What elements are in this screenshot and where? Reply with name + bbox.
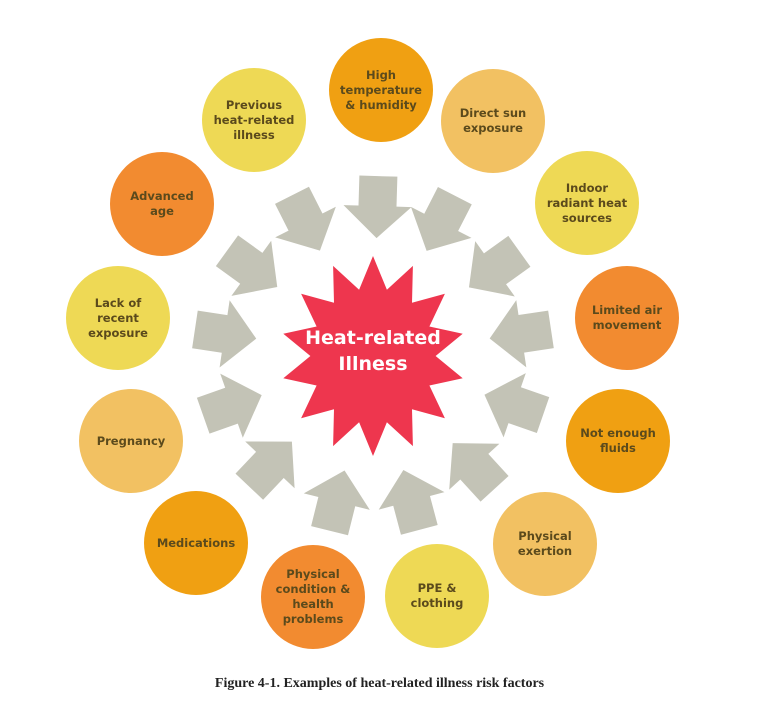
risk-factor-label: Direct sun exposure bbox=[459, 106, 527, 135]
risk-factor-label: PPE & clothing bbox=[410, 581, 464, 610]
risk-factor-circle: Not enough fluids bbox=[566, 389, 670, 493]
arrow-icon bbox=[449, 443, 509, 502]
arrow-icon bbox=[484, 373, 550, 438]
risk-factor-label: Not enough fluids bbox=[580, 426, 656, 455]
risk-factor-label: Physical condition & health problems bbox=[275, 567, 351, 626]
center-label: Heat-related Illness bbox=[283, 325, 463, 377]
center-star bbox=[283, 256, 463, 456]
arrow-icon bbox=[468, 235, 531, 297]
risk-factor-label: High temperature & humidity bbox=[340, 67, 422, 112]
risk-factor-label: Advanced age bbox=[130, 189, 194, 218]
arrow-icon bbox=[378, 469, 445, 535]
risk-factor-label: Limited air movement bbox=[591, 303, 663, 332]
risk-factor-circle: Physical exertion bbox=[493, 492, 597, 596]
risk-factor-circle: Advanced age bbox=[110, 152, 214, 256]
center-label-line1: Heat-related bbox=[305, 327, 441, 349]
risk-factor-label: Physical exertion bbox=[517, 529, 573, 558]
risk-factor-label: Pregnancy bbox=[96, 433, 166, 448]
figure-caption: Figure 4-1. Examples of heat-related ill… bbox=[214, 676, 545, 691]
arrow-icon bbox=[489, 300, 554, 368]
risk-factor-circle: Medications bbox=[144, 491, 248, 595]
risk-factor-circle: High temperature & humidity bbox=[329, 38, 433, 142]
risk-factor-label: Medications bbox=[156, 535, 236, 550]
risk-factor-circle: Physical condition & health problems bbox=[261, 545, 365, 649]
arrow-icon bbox=[192, 300, 257, 368]
risk-factor-circle: Limited air movement bbox=[575, 266, 679, 370]
risk-factor-label: Indoor radiant heat sources bbox=[546, 180, 628, 225]
risk-factor-circle: Direct sun exposure bbox=[441, 69, 545, 173]
arrow-icon bbox=[303, 470, 370, 536]
risk-factor-circle: PPE & clothing bbox=[385, 544, 489, 648]
arrow-icon bbox=[215, 235, 278, 296]
risk-factor-label: Previous heat-related illness bbox=[213, 97, 295, 142]
arrow-icon bbox=[275, 186, 336, 251]
risk-factor-circle: Previous heat-related illness bbox=[202, 68, 306, 172]
arrow-icon bbox=[196, 373, 262, 438]
risk-factor-label: Lack of recent exposure bbox=[88, 295, 148, 340]
arrow-icon bbox=[410, 187, 472, 251]
risk-factor-circle: Pregnancy bbox=[79, 389, 183, 493]
risk-factor-circle: Lack of recent exposure bbox=[66, 266, 170, 370]
arrow-icon bbox=[235, 441, 295, 500]
center-label-line2: Illness bbox=[338, 353, 408, 375]
arrow-icon bbox=[343, 175, 412, 239]
risk-factor-circle: Indoor radiant heat sources bbox=[535, 151, 639, 255]
